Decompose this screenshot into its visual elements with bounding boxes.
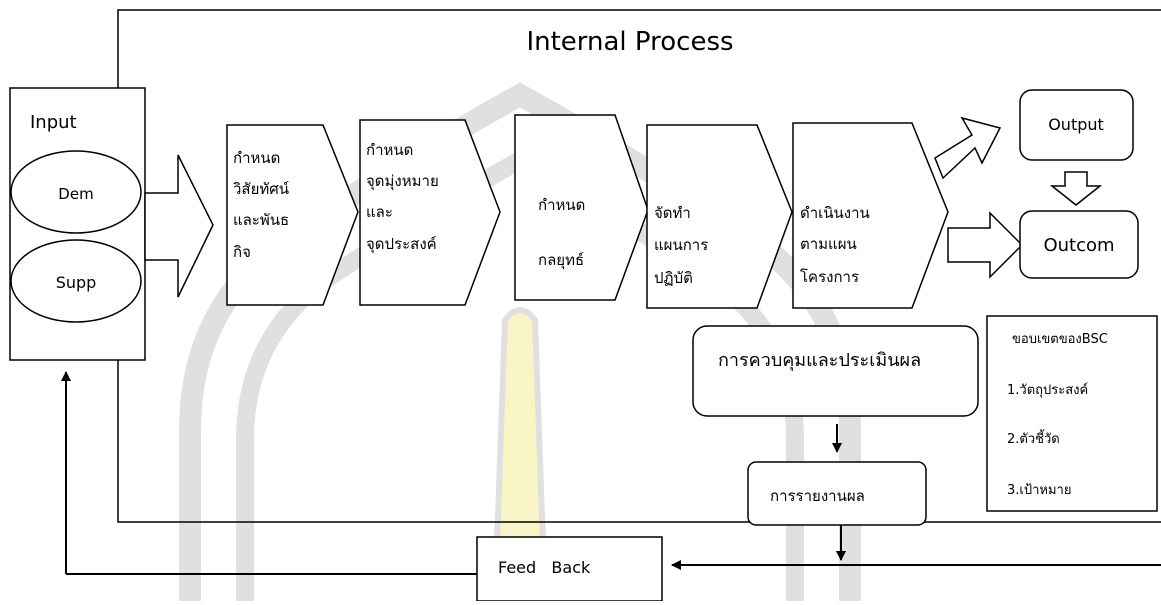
- internal-process-frame: [117, 9, 1161, 88]
- svg-text:กำหนด: กำหนด: [366, 141, 413, 159]
- outcome-box: [1019, 210, 1139, 279]
- step-action-plan-text: จัดทำ แผนการ ปฏิบัติ: [654, 204, 708, 287]
- step-goals-text: กำหนด จุดมุ่งหมาย และ จุดประสงค์: [366, 141, 439, 254]
- step-vision: [226, 124, 359, 306]
- input-label: Input: [30, 112, 77, 133]
- step-vision-text: กำหนด วิสัยทัศน์ และพันธ กิจ: [232, 149, 289, 261]
- input-arrow: [144, 154, 214, 298]
- svg-text:ปฏิบัติ: ปฏิบัติ: [654, 269, 693, 287]
- svg-text:ดำเนินงาน: ดำเนินงาน: [800, 204, 870, 222]
- svg-text:กำหนด: กำหนด: [233, 149, 280, 167]
- arrow-output-to-outcome: [1049, 171, 1103, 206]
- svg-text:จุดมุ่งหมาย: จุดมุ่งหมาย: [366, 172, 439, 191]
- outcome-label: Outcom: [1043, 235, 1114, 256]
- supp-label: Supp: [56, 273, 97, 292]
- dem-label: Dem: [58, 185, 93, 203]
- step-strategy-text: กำหนด กลยุทธ์: [538, 196, 585, 270]
- internal-process-title: Internal Process: [526, 27, 733, 57]
- svg-text:กำหนด: กำหนด: [538, 196, 585, 214]
- control-evaluation-label: การควบคุมและประเมินผล: [718, 350, 921, 371]
- svg-text:จุดประสงค์: จุดประสงค์: [366, 235, 437, 254]
- control-evaluation-box: [692, 325, 979, 417]
- svg-text:และพันธ: และพันธ: [233, 211, 289, 229]
- output-label: Output: [1048, 115, 1104, 134]
- svg-text:ตามแผน: ตามแผน: [800, 235, 857, 253]
- arrow-to-output: [934, 116, 1002, 180]
- svg-text:โครงการ: โครงการ: [800, 268, 859, 286]
- svg-text:กลยุทธ์: กลยุทธ์: [538, 251, 584, 270]
- step-implement: [792, 122, 949, 309]
- bsc-scope-title: ขอบเขตของBSC: [1012, 332, 1108, 347]
- bsc-scope-box: [986, 315, 1158, 512]
- report-box: [747, 461, 927, 526]
- svg-text:จัดทำ: จัดทำ: [654, 204, 691, 222]
- svg-text:แผนการ: แผนการ: [654, 236, 708, 254]
- step-action-plan: [646, 124, 793, 309]
- step-strategy: [514, 114, 649, 301]
- feedback-label: Feed Back: [498, 558, 591, 577]
- output-box: [1019, 89, 1134, 161]
- svg-text:และ: และ: [366, 203, 393, 221]
- bsc-item-indicator: 2.ตัวชี้วัด: [1007, 429, 1060, 447]
- bsc-item-target: 3.เป้าหมาย: [1007, 483, 1071, 498]
- supp-ellipse: [10, 239, 142, 323]
- arrow-to-outcome: [947, 211, 1024, 279]
- svg-text:วิสัยทัศน์: วิสัยทัศน์: [232, 180, 289, 198]
- step-implement-text: ดำเนินงาน ตามแผน โครงการ: [800, 204, 870, 286]
- feedback-box: [476, 536, 663, 602]
- step-goals: [359, 119, 501, 306]
- dem-ellipse: [10, 150, 142, 234]
- bsc-item-objective: 1.วัตถุประสงค์: [1007, 382, 1088, 398]
- report-label: การรายงานผล: [770, 487, 865, 505]
- svg-text:กิจ: กิจ: [233, 243, 251, 261]
